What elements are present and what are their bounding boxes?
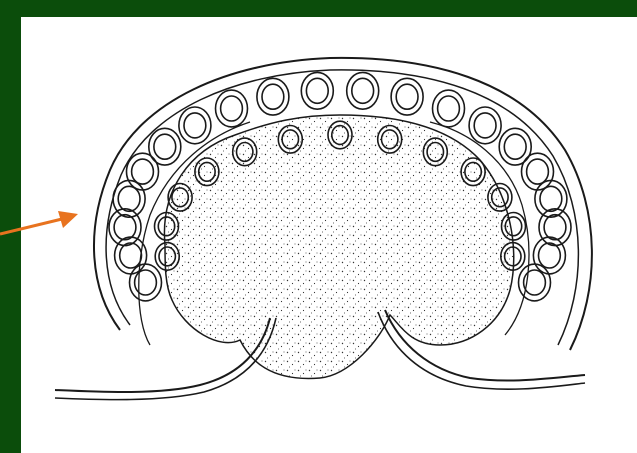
sporangium-loop-inner <box>114 215 136 240</box>
sporangium-loop-inner <box>120 243 142 268</box>
sporangium-loop-inner <box>396 84 418 109</box>
sporangium-loop-inner <box>154 134 176 159</box>
sporangium-loop-inner <box>135 270 157 295</box>
sporangium-loop-inner <box>438 96 460 121</box>
sporangium-loop-inner <box>306 78 328 103</box>
sporangium-loop-inner <box>132 159 154 184</box>
sporangium-loop-inner <box>540 186 562 211</box>
sporangium-loop-inner <box>539 243 561 268</box>
sporangium-loop-inner <box>504 134 526 159</box>
stippled-receptacle <box>164 115 513 378</box>
pointer-arrow <box>0 211 78 234</box>
sporangium-loop-inner <box>221 96 243 121</box>
sporangium-loop-inner <box>118 186 140 211</box>
sporangium-loop-inner <box>184 113 206 138</box>
sporangium-loop-inner <box>527 159 549 184</box>
sporangium-loop-inner <box>352 78 374 103</box>
sporangium-loop-inner <box>474 113 496 138</box>
sporangium-loop-inner <box>262 84 284 109</box>
sporangium-loop-inner <box>544 215 566 240</box>
